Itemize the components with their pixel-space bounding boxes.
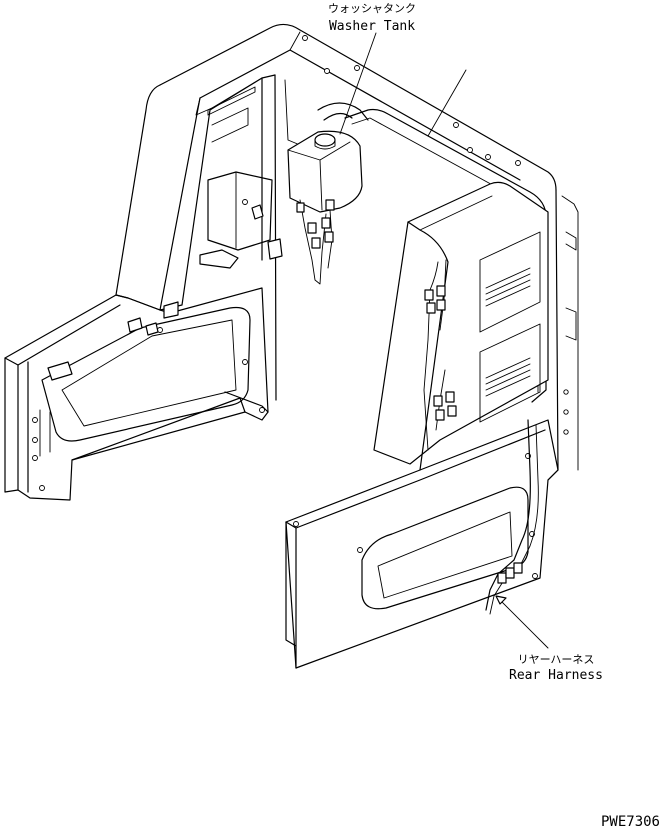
rear-harness-arrow-icon	[495, 595, 507, 605]
rear-harness-label-jp: リヤーハーネス	[518, 653, 595, 666]
top-beam-leader-line	[427, 69, 467, 137]
rear-harness-label-en: Rear Harness	[509, 668, 603, 683]
callout-rear-harness: リヤーハーネス Rear Harness	[495, 595, 603, 683]
right-fender	[285, 419, 559, 669]
right-rear-panel	[344, 108, 579, 481]
left-rear-panel	[115, 23, 557, 401]
left-fender	[4, 287, 269, 501]
washer-tank	[287, 102, 369, 285]
washer-tank-label-jp: ウォッシャタンク	[328, 2, 416, 15]
vent-slots-upper	[485, 267, 531, 307]
washer-tank-leader-line	[339, 32, 377, 135]
vent-slots-lower	[485, 357, 531, 397]
callout-washer-tank: ウォッシャタンク Washer Tank	[328, 2, 467, 137]
drawing-code: PWE7306	[601, 814, 660, 830]
rear-harness-leader-line	[497, 597, 549, 649]
washer-tank-label-en: Washer Tank	[329, 19, 415, 34]
